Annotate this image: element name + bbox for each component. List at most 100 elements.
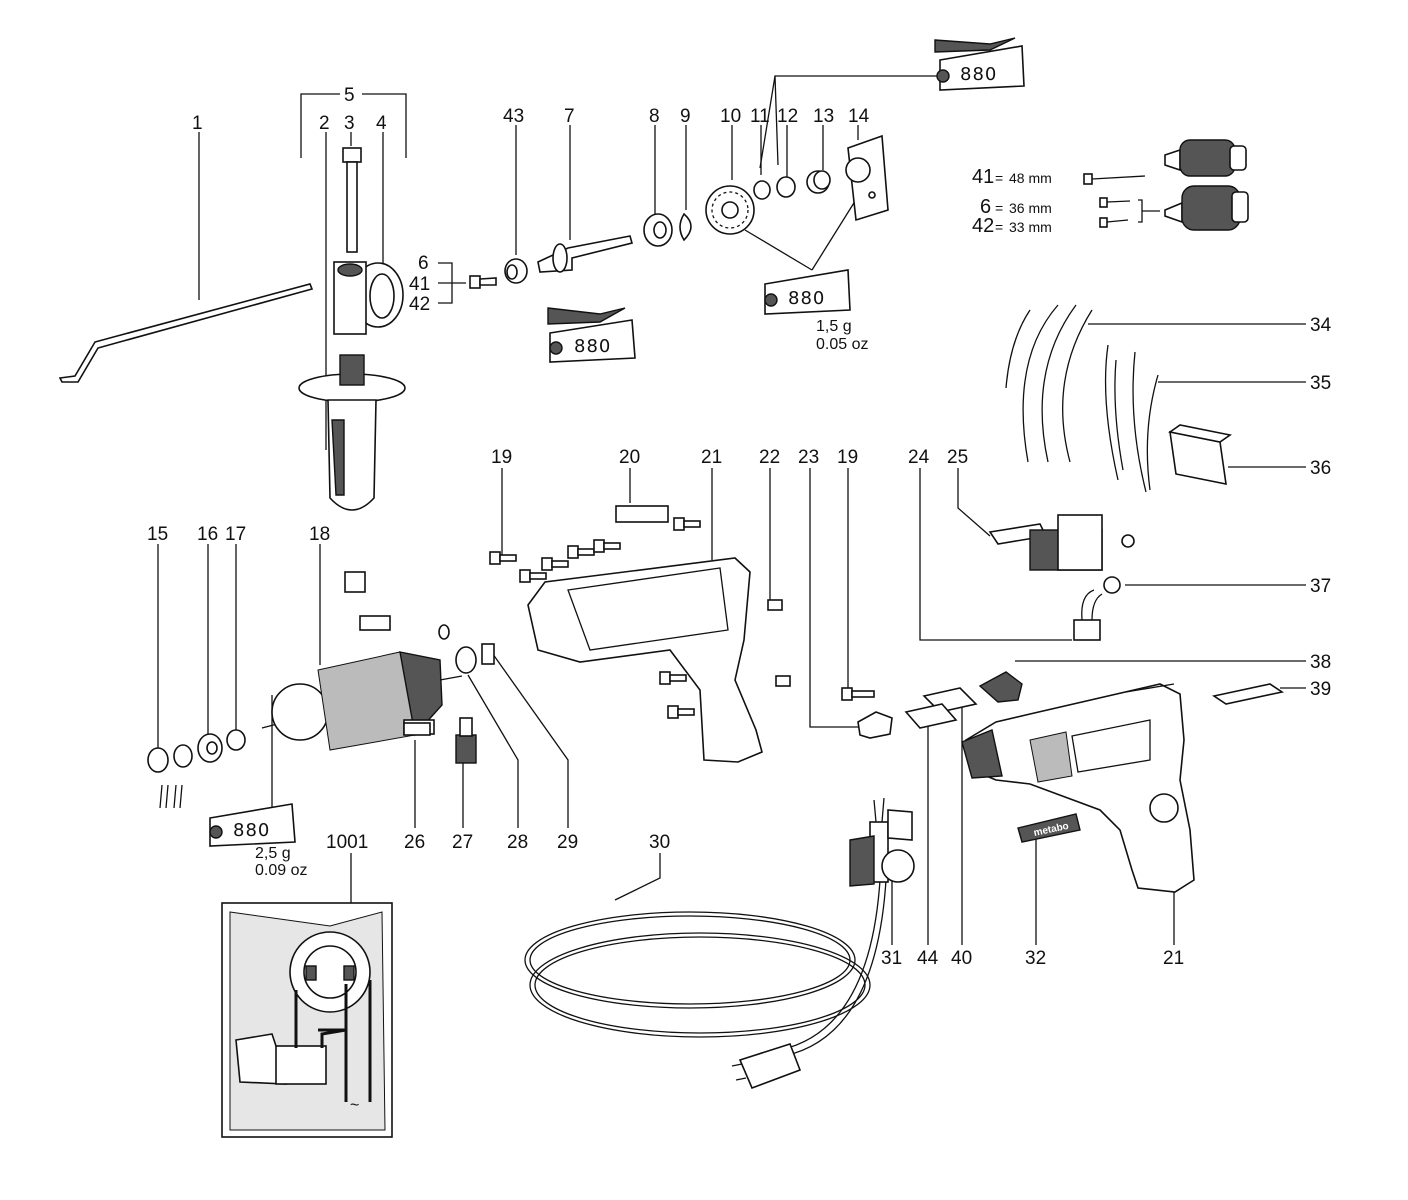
callout-44: 44 — [917, 948, 939, 969]
carbon-brush-24 — [1073, 589, 1103, 641]
switch-25 — [988, 514, 1103, 571]
callout-40: 40 — [951, 948, 972, 969]
washer-12 — [776, 176, 796, 198]
callout-1001: 1001 — [326, 832, 368, 853]
housing-screws — [489, 517, 701, 719]
retaining-ring — [679, 212, 692, 242]
callout-3: 3 — [344, 113, 355, 134]
wiring-diagram-1001: ~ — [221, 902, 393, 1138]
callout-22: 22 — [759, 447, 780, 468]
drill-body — [961, 683, 1195, 893]
brush-icon — [934, 37, 1016, 53]
chuck-42-eq: = — [995, 219, 1003, 235]
callout-6: 6 — [418, 253, 429, 274]
cable-clamp-23 — [857, 711, 893, 739]
brand-label: metabo — [1017, 813, 1081, 843]
callout-7: 7 — [564, 106, 575, 127]
bearing-16 — [197, 733, 223, 763]
callout-10: 10 — [720, 106, 741, 127]
callout-20: 20 — [619, 447, 640, 468]
strain-relief-31 — [849, 797, 915, 887]
label-44 — [904, 703, 958, 729]
callout-26: 26 — [404, 832, 425, 853]
callout-21a: 21 — [701, 447, 722, 468]
ball-bearing — [643, 213, 673, 247]
callout-12: 12 — [777, 106, 798, 127]
callout-35: 35 — [1310, 373, 1331, 394]
keyless-chuck — [1164, 139, 1247, 177]
grease-tube-spindle-label: 880 — [574, 336, 611, 357]
callout-19a: 19 — [491, 447, 512, 468]
callout-19b: 19 — [837, 447, 858, 468]
bearing-15 — [147, 747, 183, 809]
callout-numbers: 1 2 3 4 5 43 7 8 9 10 11 12 13 14 6 41 4… — [147, 85, 1332, 969]
brush-holder-27 — [455, 717, 477, 764]
callout-5: 5 — [344, 85, 355, 106]
washer-11 — [753, 180, 771, 200]
carbon-brush-26 — [403, 722, 431, 736]
grease-tube-spindle: 880 — [547, 307, 636, 363]
leader-lines — [157, 75, 1306, 945]
callout-23: 23 — [798, 447, 819, 468]
callout-14: 14 — [848, 106, 870, 127]
brush-icon — [547, 307, 626, 325]
housing-half — [489, 505, 791, 763]
callout-34: 34 — [1310, 315, 1332, 336]
callout-24: 24 — [908, 447, 930, 468]
grease-tube-gearbox: 880 1,5 g 0.05 oz — [764, 269, 868, 353]
chuck-41-eq: = — [995, 170, 1003, 186]
spindle-gear — [705, 185, 755, 235]
power-cable — [524, 879, 887, 1057]
callout-21b: 21 — [1163, 948, 1184, 969]
screw-19b — [841, 687, 875, 701]
spring-13 — [806, 170, 831, 194]
callout-36: 36 — [1310, 458, 1331, 479]
screw-6 — [469, 275, 497, 289]
screw-37 — [1103, 534, 1135, 594]
power-plug — [731, 1043, 802, 1090]
callout-2: 2 — [319, 113, 330, 134]
depth-stop-rod — [58, 283, 314, 383]
chuck-6-size: 36 mm — [1009, 200, 1052, 216]
packaging-carton — [1168, 424, 1232, 486]
callout-13: 13 — [813, 106, 834, 127]
grease-tube-armature-label: 880 — [233, 820, 270, 841]
bushing-43 — [504, 258, 528, 284]
washer-16a — [173, 744, 193, 768]
sleeve-29 — [481, 643, 495, 665]
chuck-screw-long — [1083, 173, 1146, 185]
label-38 — [978, 671, 1023, 703]
callout-30: 30 — [649, 832, 670, 853]
washer-17 — [226, 729, 246, 751]
chuck-screws-short — [1099, 197, 1160, 228]
callout-25: 25 — [947, 447, 968, 468]
bearing-28 — [438, 624, 477, 674]
chuck-41-size: 48 mm — [1009, 170, 1052, 186]
callout-29: 29 — [557, 832, 578, 853]
grease-tube-top-label: 880 — [960, 64, 997, 85]
gearbox-grease-amount: 1,5 g — [816, 318, 852, 335]
chuck-41-part: 41 — [972, 166, 994, 188]
gearbox-grease-amount-oz: 0.05 oz — [816, 336, 868, 353]
callout-8: 8 — [649, 106, 660, 127]
callout-27: 27 — [452, 832, 473, 853]
callout-1: 1 — [192, 113, 203, 134]
clamp-bolt — [342, 147, 362, 253]
callout-43: 43 — [503, 106, 524, 127]
keyed-chuck — [1164, 185, 1249, 231]
drill-spindle — [537, 235, 633, 273]
callout-41: 41 — [409, 274, 430, 295]
callout-37: 37 — [1310, 576, 1331, 597]
callout-31: 31 — [881, 948, 902, 969]
grease-tube-top: 880 — [934, 37, 1025, 91]
chuck-6-eq: = — [995, 200, 1003, 216]
callout-28: 28 — [507, 832, 528, 853]
callout-42: 42 — [409, 294, 430, 315]
clamp-ring — [333, 261, 404, 335]
callout-32: 32 — [1025, 948, 1046, 969]
wire-set-35 — [1104, 344, 1159, 493]
callout-9: 9 — [680, 106, 691, 127]
chuck-42-size: 33 mm — [1009, 219, 1052, 235]
callout-39: 39 — [1310, 679, 1331, 700]
